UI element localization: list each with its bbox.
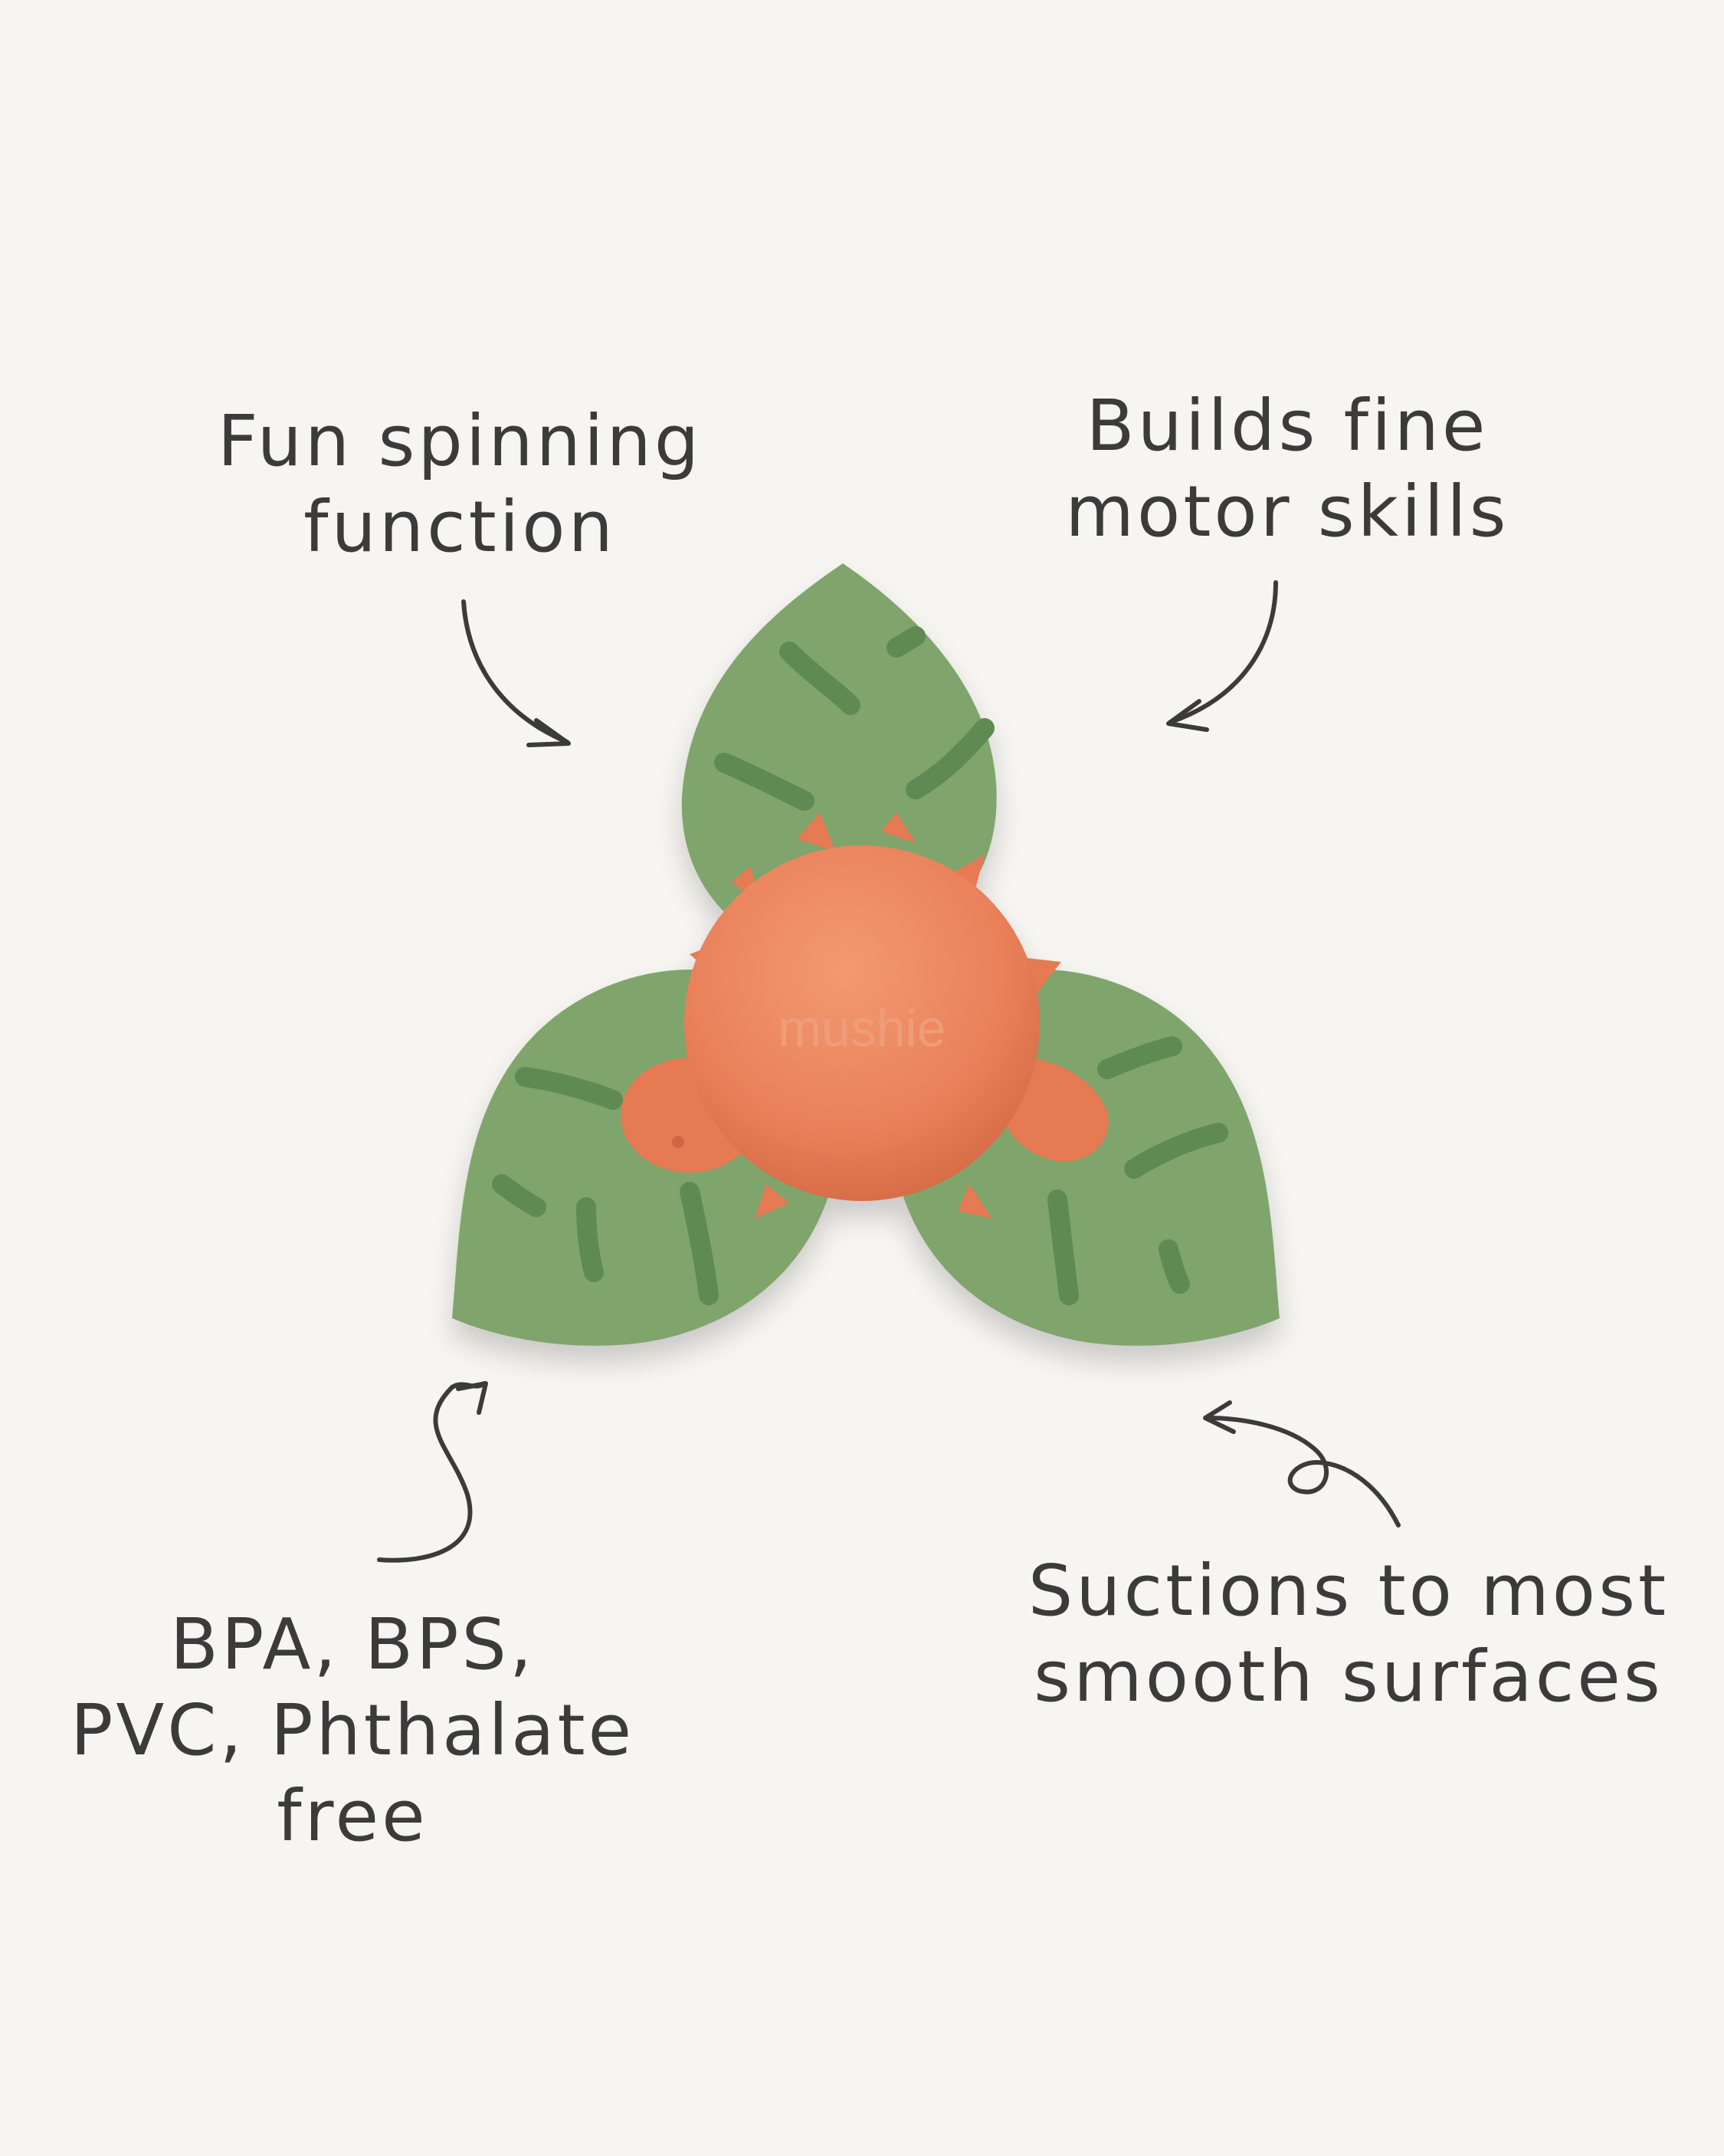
dino-eye	[672, 1136, 684, 1148]
spinner-hub	[684, 845, 1040, 1201]
groove-right-3	[1047, 1190, 1079, 1305]
groove-top-4	[906, 718, 995, 799]
callout-spinning-line2: function	[303, 486, 616, 568]
callout-suction-line1: Suctions to most	[1028, 1550, 1670, 1632]
arrow-materials	[377, 1381, 488, 1563]
groove-left-1	[515, 1067, 623, 1110]
callout-materials: BPA, BPS, PVC, Phthalate free	[31, 1602, 674, 1859]
callout-materials-line1: BPA, BPS,	[169, 1603, 536, 1685]
arrow-suction	[1203, 1400, 1401, 1528]
groove-right-4	[1159, 1239, 1190, 1294]
callout-spinning-line1: Fun spinning	[217, 400, 703, 482]
groove-right-1	[1097, 1036, 1182, 1079]
brand-embossed-text: mushie	[778, 999, 946, 1058]
groove-top-3	[714, 753, 814, 811]
callout-suction: Suctions to most smooth surfaces	[981, 1548, 1716, 1720]
callout-materials-line3: free	[277, 1775, 428, 1857]
groove-right-2	[1124, 1123, 1228, 1179]
groove-top-2	[887, 626, 926, 658]
groove-left-2	[492, 1174, 546, 1217]
callout-motor-line1: Builds fine	[1086, 385, 1489, 467]
callout-suction-line2: smooth surfaces	[1034, 1636, 1663, 1718]
dino-tail	[1004, 1058, 1109, 1162]
arrow-motor	[1166, 580, 1278, 732]
groove-left-3	[576, 1197, 604, 1282]
callout-materials-line2: PVC, Phthalate	[70, 1689, 635, 1771]
groove-top-1	[779, 642, 860, 715]
callout-spinning: Fun spinning function	[138, 399, 782, 570]
groove-left-4	[680, 1182, 719, 1305]
callout-motor: Builds fine motor skills	[965, 383, 1609, 555]
arrow-spinning	[461, 599, 571, 747]
callout-motor-line2: motor skills	[1065, 471, 1509, 553]
